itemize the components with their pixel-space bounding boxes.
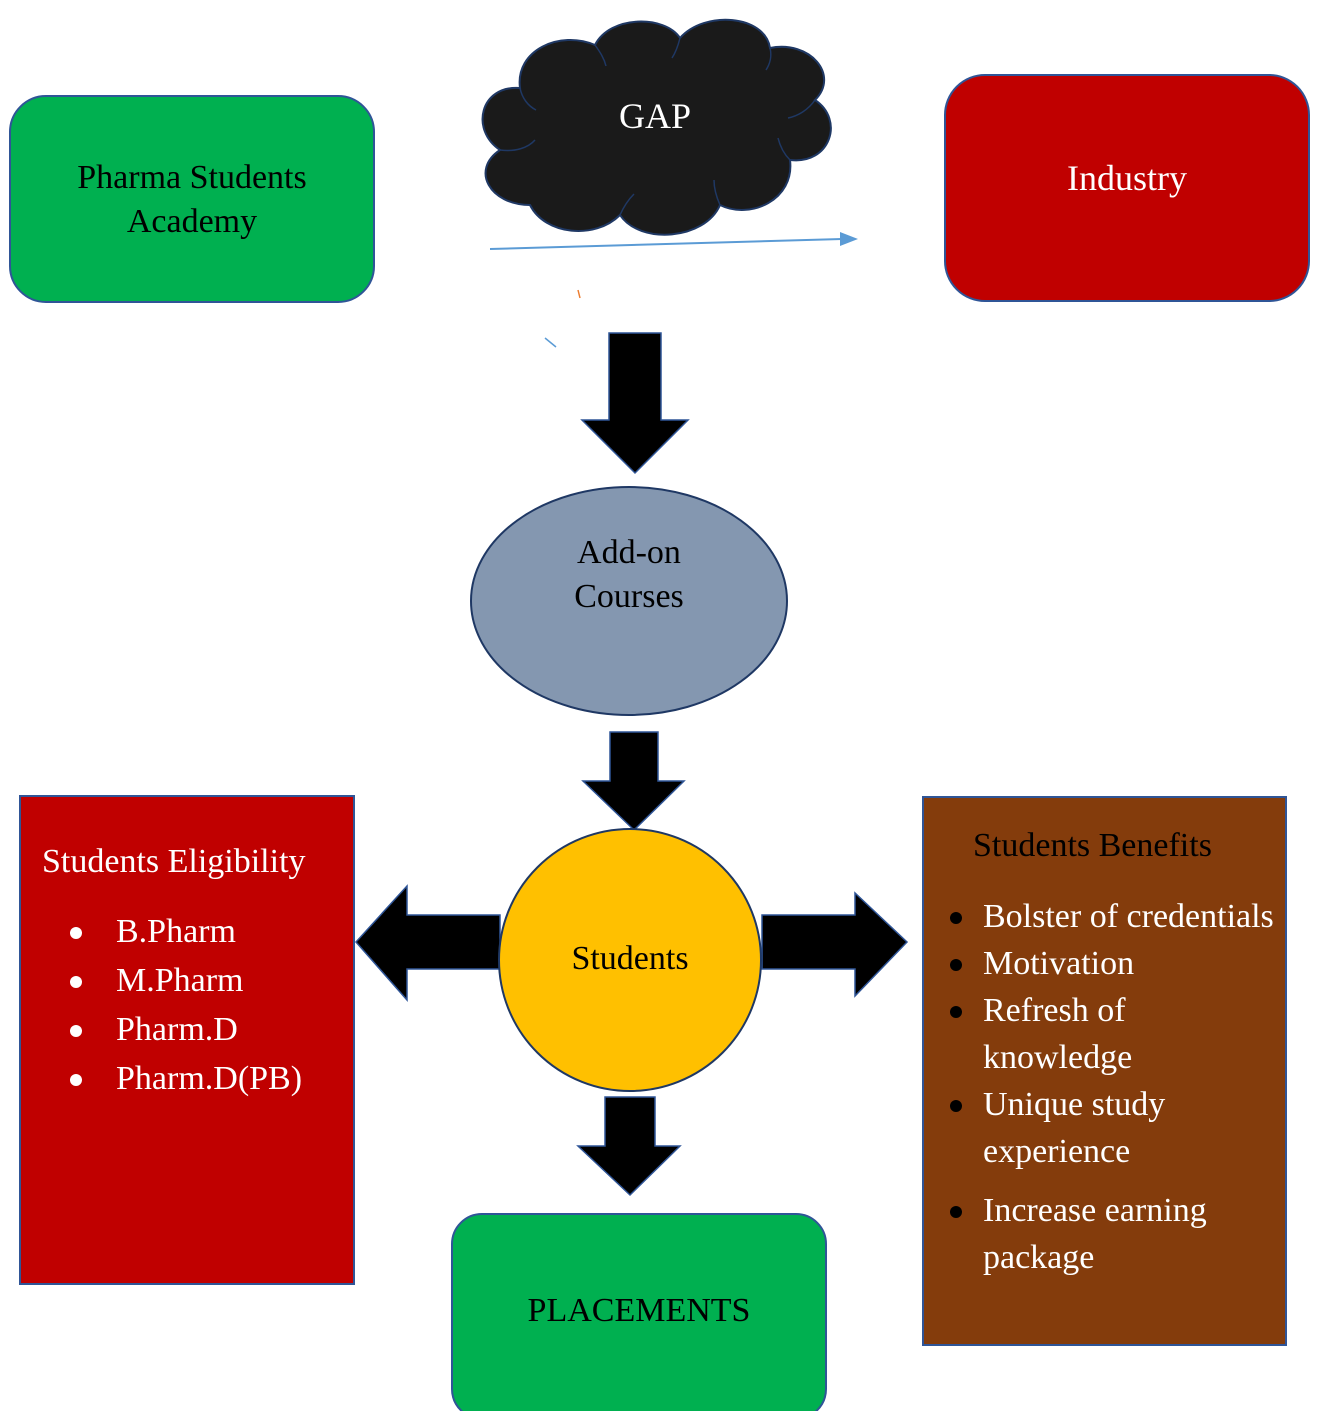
addon-ellipse <box>470 486 788 716</box>
eligibility-item: Pharm.D <box>70 1005 350 1054</box>
arrow-left-to-eligibility <box>354 884 501 1002</box>
stray-mark <box>544 337 557 348</box>
benefit-item: Unique study experience <box>946 1081 1276 1175</box>
bullet-icon <box>70 927 82 939</box>
bullet-icon <box>70 1025 82 1037</box>
bullet-icon <box>950 1100 962 1112</box>
bullet-icon <box>70 1074 82 1086</box>
arrow-down-to-placements <box>576 1096 682 1197</box>
eligibility-box <box>19 795 355 1285</box>
benefit-item: Increase earning package <box>946 1187 1276 1281</box>
placements-label: PLACEMENTS <box>527 1292 751 1329</box>
addon-label: Add-on Courses <box>574 534 684 615</box>
industry-label: Industry <box>1067 158 1187 198</box>
gap-cloud <box>481 18 832 236</box>
bullet-icon <box>70 976 82 988</box>
academy-label: Pharma Students Academy <box>77 159 307 240</box>
eligibility-list: B.Pharm M.Pharm Pharm.D Pharm.D(PB) <box>70 907 350 1103</box>
placements-box <box>451 1213 827 1411</box>
eligibility-title: Students Eligibility <box>42 843 306 880</box>
gap-connector-arrow <box>489 232 858 250</box>
eligibility-item: M.Pharm <box>70 956 350 1005</box>
industry-box <box>944 74 1310 302</box>
academy-box <box>9 95 375 303</box>
students-circle <box>498 828 762 1092</box>
bullet-icon <box>950 912 962 924</box>
benefits-list: Bolster of credentials Motivation Refres… <box>946 893 1276 1281</box>
eligibility-item: B.Pharm <box>70 907 350 956</box>
stray-mark <box>577 289 581 299</box>
benefits-box <box>922 796 1287 1346</box>
benefit-item: Motivation <box>946 940 1276 987</box>
bullet-icon <box>950 1206 962 1218</box>
arrow-down-to-students <box>581 731 686 832</box>
benefit-item: Refresh of knowledge <box>946 987 1276 1081</box>
bullet-icon <box>950 1006 962 1018</box>
benefits-title: Students Benefits <box>973 827 1212 864</box>
arrow-right-to-benefits <box>761 891 909 998</box>
bullet-icon <box>950 959 962 971</box>
gap-label: GAP <box>618 96 692 136</box>
benefit-item: Bolster of credentials <box>946 893 1276 940</box>
eligibility-item: Pharm.D(PB) <box>70 1054 350 1103</box>
students-label: Students <box>571 940 689 977</box>
arrow-down-to-addon <box>580 332 690 475</box>
